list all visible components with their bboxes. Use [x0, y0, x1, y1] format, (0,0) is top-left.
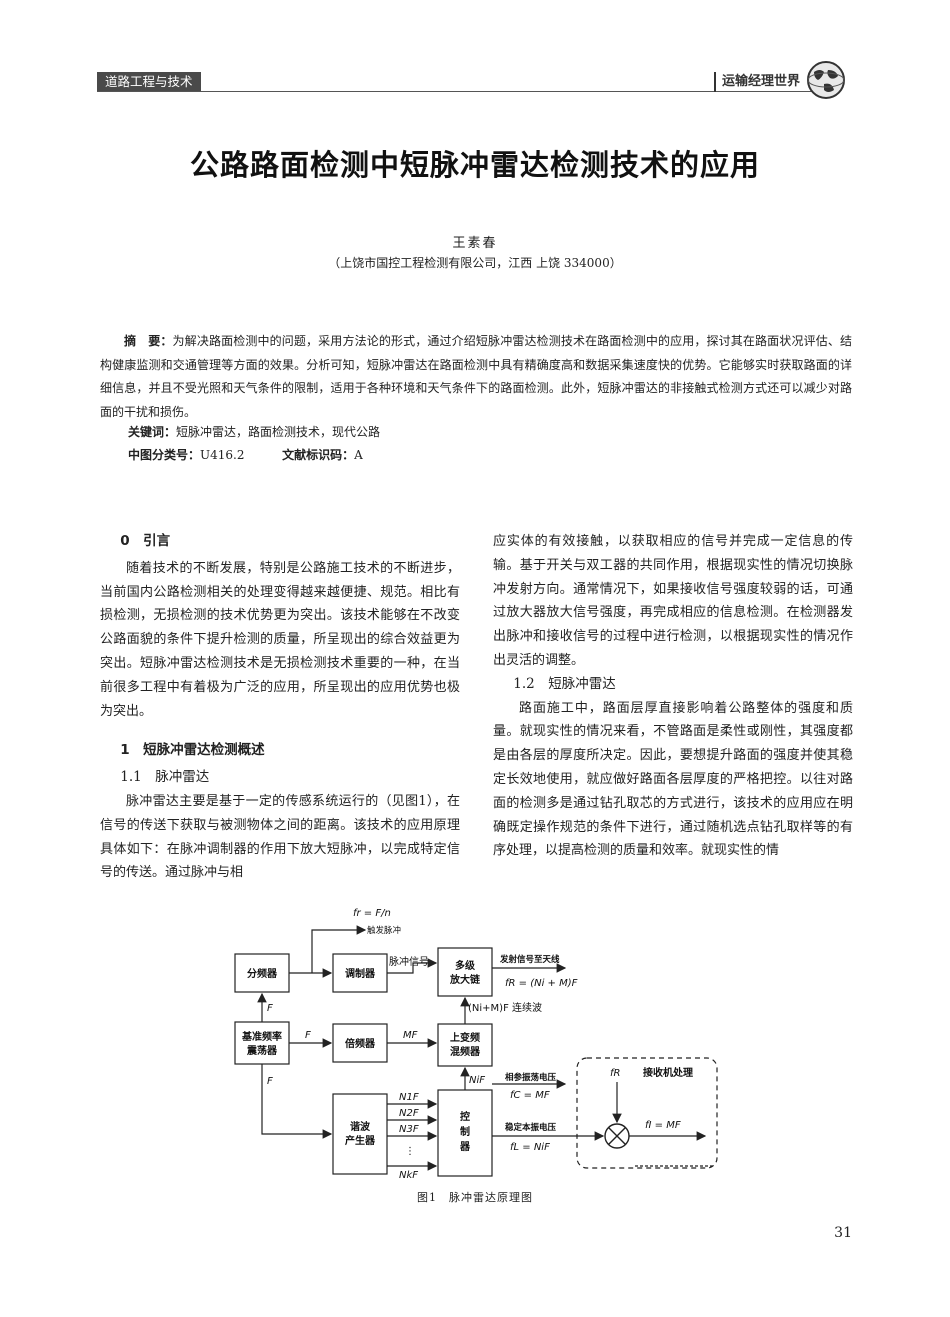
amplifier-label-1: 多级	[455, 959, 476, 972]
page-number: 31	[834, 1225, 852, 1241]
fr-formula: fr = F/n	[353, 908, 391, 919]
controller-label-2: 制	[460, 1125, 470, 1138]
section-1-1-heading: 1.1 脉冲雷达	[120, 769, 210, 786]
affiliation: （上饶市国控工程检测有限公司，江西 上饶 334000）	[328, 256, 622, 270]
abstract: 摘 要：为解决路面检测中的问题，采用方法论的形式，通过介绍短脉冲雷达检测技术在路…	[100, 330, 852, 424]
article-title: 公路路面检测中短脉冲雷达检测技术的应用	[189, 148, 760, 182]
figure-caption: 图1 脉冲雷达原理图	[417, 1191, 533, 1204]
section-1-2-heading: 1.2 短脉冲雷达	[513, 675, 616, 692]
harmonic-generator-block	[332, 1093, 388, 1175]
coherent-ref-label: 相参振荡电压	[505, 1072, 557, 1083]
abstract-text: 为解决路面检测中的问题，采用方法论的形式，通过介绍短脉冲雷达检测技术在路面检测中…	[100, 334, 852, 419]
N1F-label: N1F	[399, 1092, 419, 1103]
reference-label-2: 震荡器	[247, 1044, 278, 1057]
modulator-block	[332, 953, 388, 993]
amplifier-block	[437, 947, 493, 997]
keywords: 关键词：短脉冲雷达，路面检测技术，现代公路	[128, 421, 380, 444]
keywords-label: 关键词：	[128, 425, 177, 439]
fC-formula: fC = MF	[510, 1090, 550, 1101]
N2F-label: N2F	[399, 1108, 419, 1119]
F-label-3: F	[267, 1076, 273, 1087]
trigger-label: 触发脉冲	[367, 925, 401, 936]
upconverter-label-2: 混频器	[450, 1045, 481, 1058]
journal-name: 运输经理世界	[713, 72, 800, 92]
tx-signal-label: 发射信号至天线	[499, 954, 560, 965]
cw-label: (Ni+M)F 连续波	[468, 1001, 542, 1014]
F-label-1: F	[267, 1003, 273, 1014]
section-1-heading: 1 短脉冲雷达检测概述	[120, 742, 265, 759]
mixer-symbol	[604, 1123, 630, 1149]
NkF-label: NkF	[399, 1170, 418, 1181]
clc-label: 中图分类号：	[128, 448, 201, 462]
section-1-1-paragraph: 脉冲雷达主要是基于一定的传感系统运行的（见图1），在信号的传送下获取与被测物体之…	[100, 793, 460, 881]
section-tag: 道路工程与技术	[97, 72, 201, 92]
fR-input-label: fR	[610, 1068, 620, 1079]
fR-formula: fR = (Ni + M)F	[505, 978, 578, 989]
left-column: 0 引言 随着技术的不断发展，特别是公路施工技术的不断进步，当前国内公路检测相关…	[100, 530, 460, 885]
receiver-processing-box	[576, 1057, 718, 1169]
modulator-label: 调制器	[345, 967, 376, 980]
doc-code-label: 文献标识码：	[282, 448, 355, 462]
header-rule	[97, 91, 824, 92]
clc-value: U416.2	[200, 448, 245, 462]
F-label-2: F	[305, 1030, 311, 1041]
multiplier-label: 倍频器	[345, 1037, 376, 1050]
reference-label-1: 基准频率	[241, 1030, 282, 1043]
upconverter-block	[437, 1023, 493, 1067]
author: 王素春	[452, 236, 498, 251]
vdots-label: ⋮	[405, 1146, 415, 1157]
divider-label: 分频器	[247, 967, 278, 980]
fI-formula: fI = MF	[645, 1120, 681, 1131]
amplifier-label-2: 放大链	[449, 973, 481, 986]
pulse-radar-diagram: 分频器 调制器 多级 放大链 基准频率 震荡器 倍频器 上变频 混频器 谐波 产…	[234, 908, 718, 1181]
NiF-label: NiF	[469, 1075, 485, 1086]
reference-oscillator-block	[234, 1021, 290, 1065]
pulse-signal-label: 脉冲信号	[389, 955, 429, 968]
harmonic-label-1: 谐波	[350, 1120, 371, 1133]
receiver-label: 接收机处理	[643, 1066, 693, 1079]
upconverter-label-1: 上变频	[450, 1031, 480, 1044]
stable-local-label: 稳定本振电压	[505, 1122, 557, 1133]
abstract-label: 摘 要：	[124, 334, 173, 348]
doc-code-value: A	[354, 448, 363, 462]
keywords-text: 短脉冲雷达，路面检测技术，现代公路	[176, 425, 381, 439]
globe-icon	[807, 61, 845, 99]
section-0-paragraph: 随着技术的不断发展，特别是公路施工技术的不断进步，当前国内公路检测相关的处理变得…	[100, 560, 460, 719]
continued-paragraph: 应实体的有效接触，以获取相应的信号并完成一定信息的传输。基于开关与双工器的共同作…	[493, 534, 853, 668]
section-1-2-paragraph: 路面施工中，路面层厚直接影响着公路整体的强度和质量。就现实性的情况来看，不管路面…	[493, 700, 853, 859]
classification: 中图分类号：U416.2 文献标识码：A	[128, 444, 363, 467]
harmonic-label-2: 产生器	[345, 1134, 376, 1147]
MF-label: MF	[403, 1030, 418, 1041]
controller-block	[437, 1089, 493, 1177]
controller-label-1: 控	[460, 1110, 470, 1123]
N3F-label: N3F	[399, 1124, 419, 1135]
right-column: 应实体的有效接触，以获取相应的信号并完成一定信息的传输。基于开关与双工器的共同作…	[493, 530, 853, 863]
fL-formula: fL = NiF	[510, 1142, 550, 1153]
controller-label-3: 器	[459, 1141, 471, 1153]
section-0-heading: 0 引言	[120, 533, 171, 549]
